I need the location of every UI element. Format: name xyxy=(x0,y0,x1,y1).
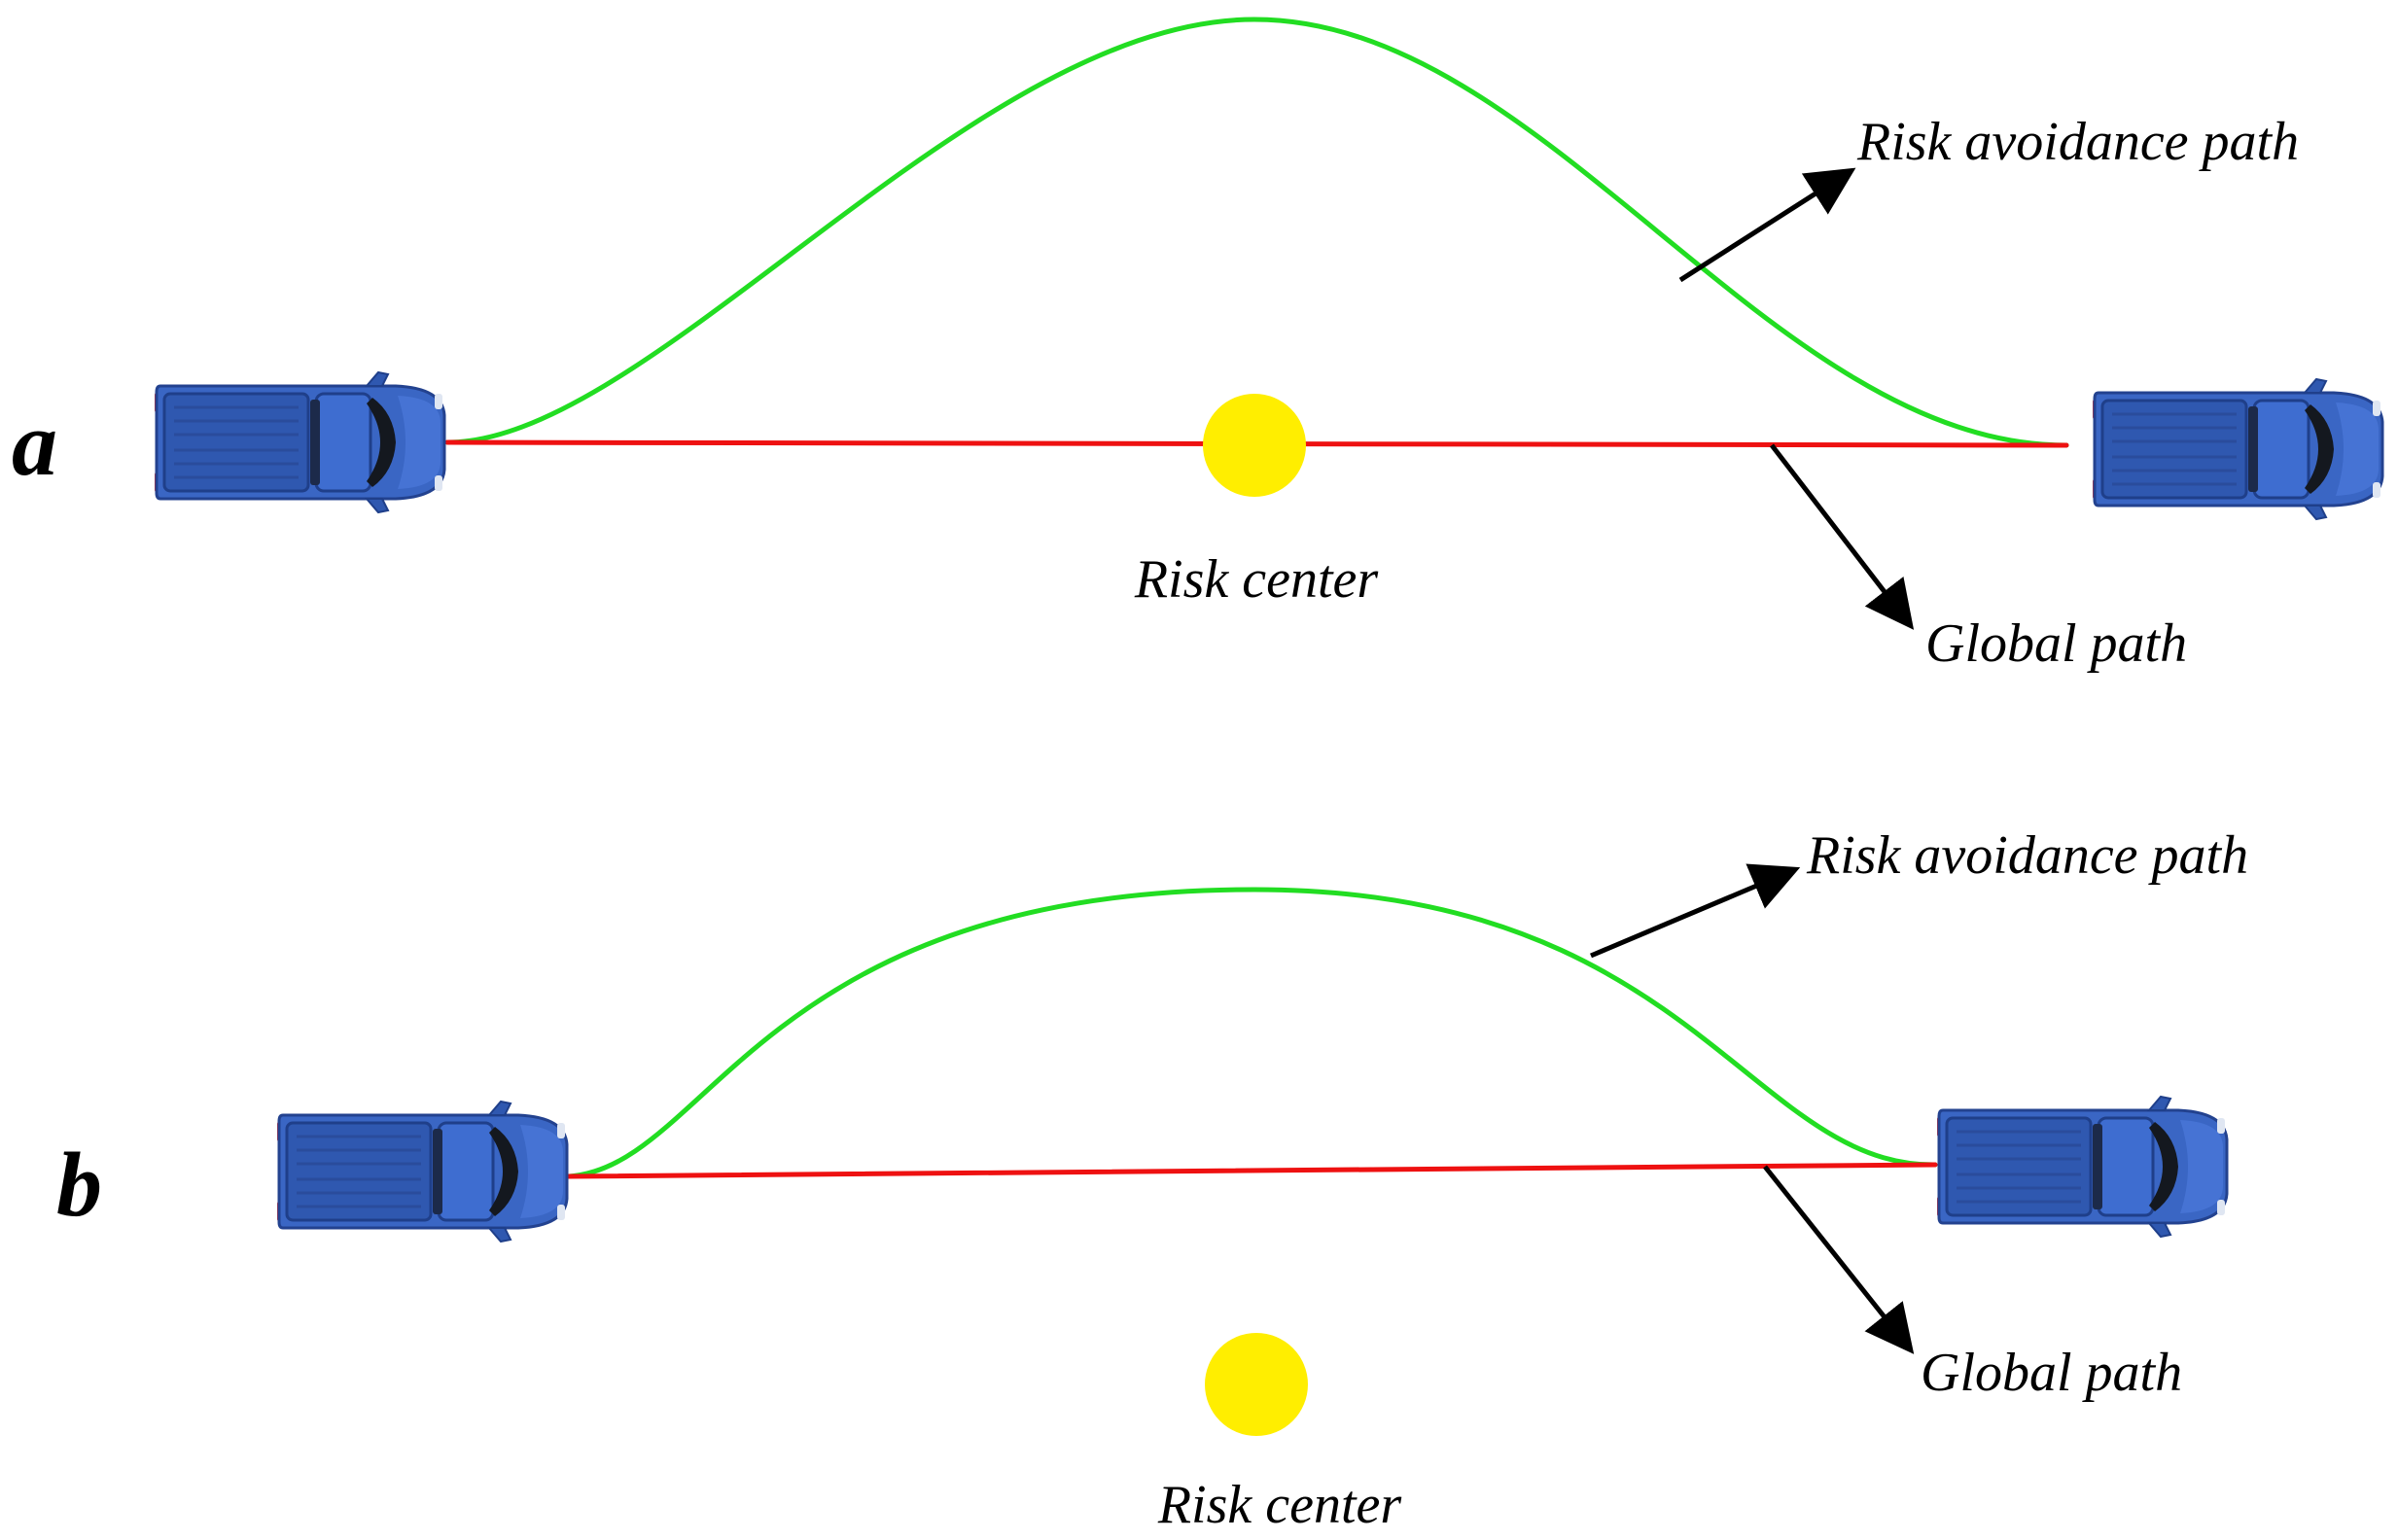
risk-avoidance-label-b: Risk avoidance path xyxy=(1806,825,2248,886)
risk-center-label-b: Risk center xyxy=(1157,1475,1402,1535)
panel-b: b Risk avoidance path Global path Risk c… xyxy=(56,825,2248,1535)
global-path-label-b: Global path xyxy=(1921,1343,2182,1403)
panel-a: a Risk avoidance path Global path Risk c… xyxy=(12,17,2384,674)
panel-label-a: a xyxy=(12,394,57,495)
vehicle-end-b xyxy=(1935,1095,2229,1239)
global-path-label-a: Global path xyxy=(1925,613,2187,674)
global-path-arrow-a xyxy=(1770,443,1915,630)
risk-avoidance-arrow-a xyxy=(1678,167,1856,283)
panel-label-b: b xyxy=(56,1135,102,1236)
risk-avoidance-path-b xyxy=(566,887,1938,1179)
global-path-b xyxy=(566,1162,1938,1179)
global-path-arrow-b xyxy=(1763,1165,1915,1354)
vehicle-start-b xyxy=(275,1100,569,1243)
risk-avoidance-arrow-b xyxy=(1590,863,1801,959)
vehicle-start-a xyxy=(153,370,446,514)
vehicle-end-a xyxy=(2091,377,2384,521)
risk-center-label-a: Risk center xyxy=(1134,549,1379,610)
risk-avoidance-label-a: Risk avoidance path xyxy=(1856,112,2299,172)
risk-center-b xyxy=(1205,1333,1308,1436)
risk-avoidance-path-a xyxy=(444,17,2069,448)
risk-center-a xyxy=(1203,394,1306,497)
